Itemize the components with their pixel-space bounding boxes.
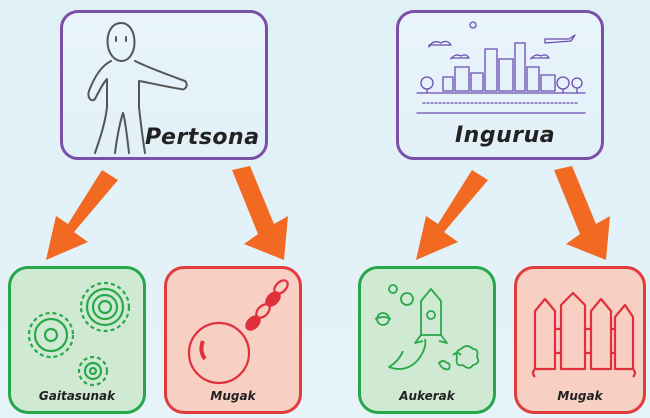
environment-limits-card: Mugak xyxy=(514,266,646,414)
arrow-environment-to-limits xyxy=(554,166,610,260)
ball-and-chain-icon xyxy=(187,279,289,385)
persona-limits-label: Mugak xyxy=(210,389,256,403)
rocket-icon xyxy=(374,284,480,371)
skills-label: Gaitasunak xyxy=(38,389,116,403)
persona-limits-card: Mugak xyxy=(164,266,302,414)
person-icon xyxy=(87,22,188,154)
opportunities-card: Aukerak xyxy=(358,266,496,414)
persona-title: Pertsona xyxy=(145,125,260,150)
arrow-persona-to-limits xyxy=(232,166,288,260)
arrow-environment-to-opportunities xyxy=(416,170,488,260)
persona-box: Pertsona xyxy=(60,10,268,160)
environment-limits-label: Mugak xyxy=(557,389,603,403)
opportunities-label: Aukerak xyxy=(399,389,455,403)
gears-icon xyxy=(27,281,131,387)
fence-icon xyxy=(531,291,637,378)
environment-title: Ingurua xyxy=(455,123,556,148)
arrow-persona-to-skills xyxy=(46,170,118,260)
environment-box: Ingurua xyxy=(396,10,604,160)
skills-card: Gaitasunak xyxy=(8,266,146,414)
city-skyline-icon xyxy=(416,21,586,114)
